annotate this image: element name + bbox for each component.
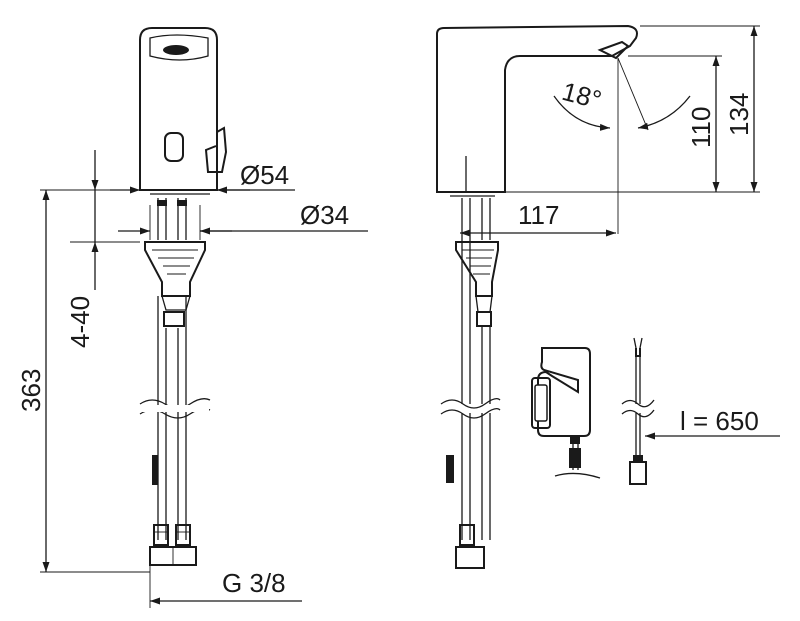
dim-height-110: 110 <box>686 107 716 148</box>
power-box-panel <box>531 377 551 429</box>
dim-reach-117: 117 <box>518 200 559 230</box>
side-long-hoses <box>461 240 491 540</box>
power-box-housing <box>537 347 591 437</box>
side-supply-hoses <box>461 198 491 240</box>
front-faucet-body <box>139 27 218 191</box>
dim-height-134: 134 <box>724 93 754 136</box>
front-hose-connectors <box>149 524 197 566</box>
side-view <box>436 24 638 569</box>
sensor-cable: l = 650 <box>621 337 780 485</box>
front-indicator <box>164 132 184 162</box>
dim-diameter-34: Ø34 <box>300 200 349 230</box>
side-spout-outlet <box>597 40 630 60</box>
dim-range-4-40: 4-40 <box>65 296 95 348</box>
front-dimensions: Ø54 Ø34 4-40 363 G 3/8 <box>16 150 368 608</box>
front-supply-hoses <box>157 198 187 240</box>
dim-diameter-54: Ø54 <box>240 160 289 190</box>
front-sensor-eye <box>163 45 189 55</box>
side-hose-clip <box>446 455 454 483</box>
side-hose-connector <box>455 546 485 569</box>
power-box <box>531 347 601 479</box>
dim-thread-g38: G 3/8 <box>222 568 286 598</box>
dim-cable-length: l = 650 <box>680 406 759 436</box>
front-view <box>139 27 228 566</box>
cable-connector <box>629 461 647 485</box>
front-hose-clip <box>152 455 158 485</box>
side-faucet-body <box>436 24 638 193</box>
front-side-lever <box>204 126 228 173</box>
front-sensor-window <box>149 34 209 61</box>
front-long-hoses <box>157 296 187 540</box>
dim-height-363: 363 <box>16 369 46 412</box>
